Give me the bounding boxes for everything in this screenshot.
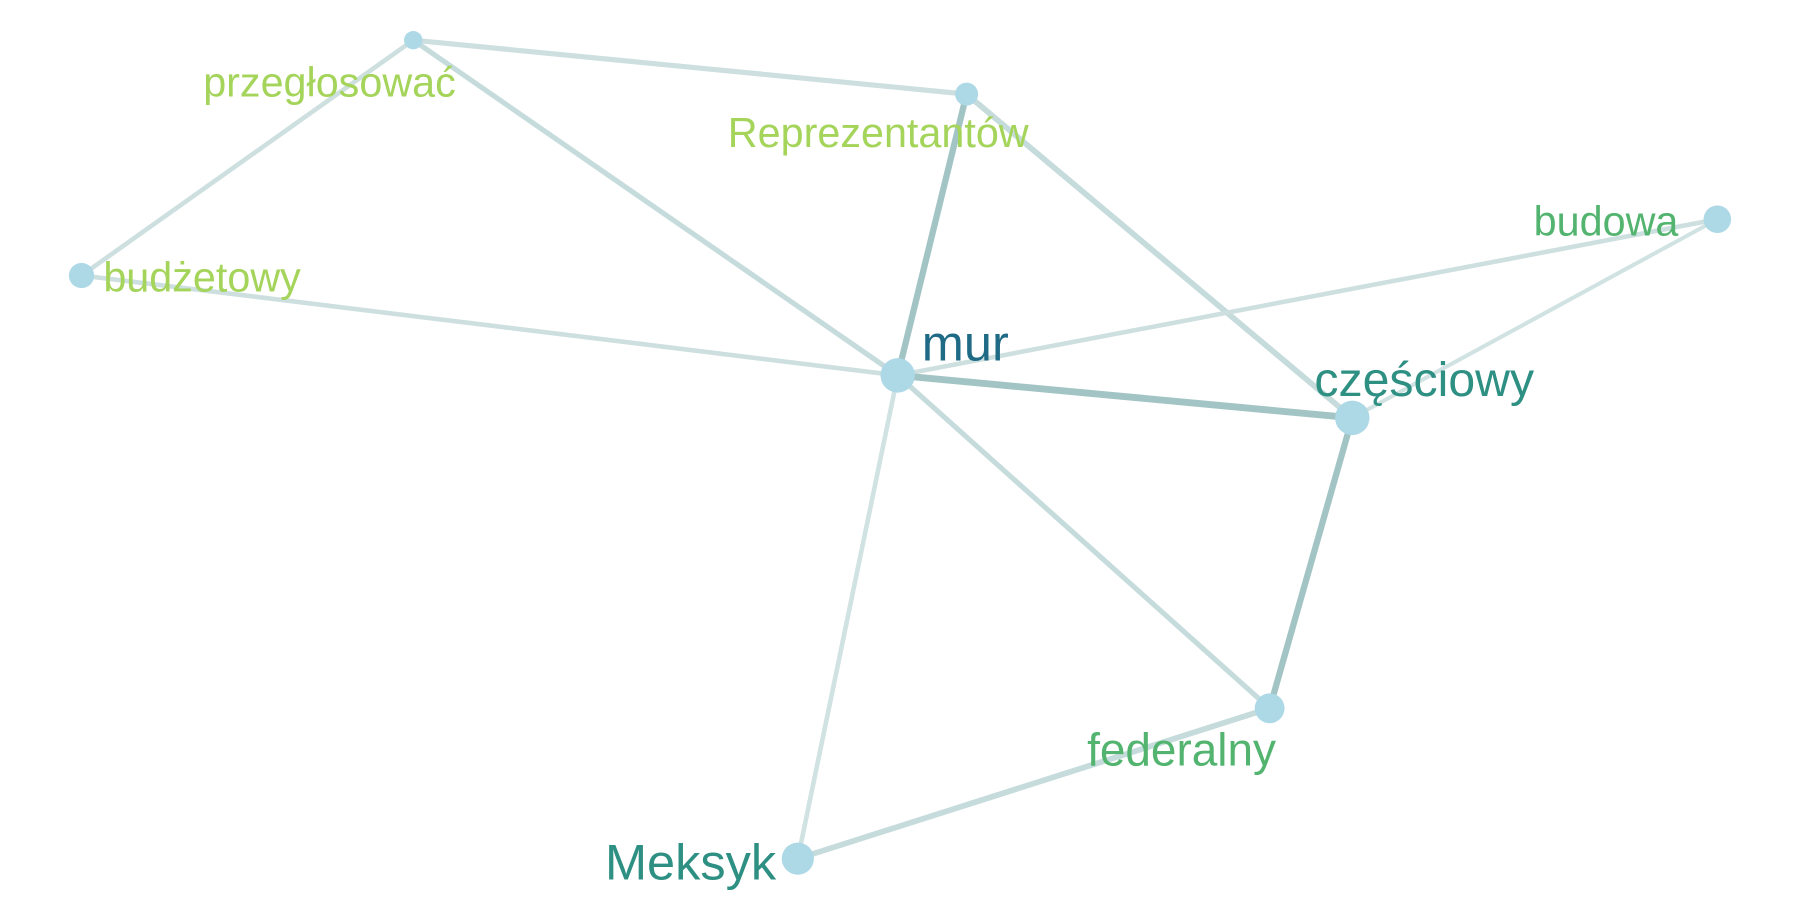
node-czesciowy[interactable]: [1335, 400, 1370, 436]
edge-reprezentantow-czesciowy: [963, 91, 1356, 421]
edge-federalny-meksyk: [794, 705, 1273, 862]
edge-czesciowy-budowa: [1350, 217, 1720, 420]
edge-mur-budowa: [895, 216, 1720, 378]
node-label-przeglosowac: przegłosować: [203, 59, 456, 105]
node-przeglosowac[interactable]: [404, 30, 423, 50]
node-mur[interactable]: [880, 358, 915, 393]
edge-mur-meksyk: [795, 373, 901, 861]
node-budowa[interactable]: [1703, 205, 1732, 234]
edge-przeglosowac-reprezentantow: [410, 37, 970, 97]
node-label-meksyk: Meksyk: [605, 833, 777, 890]
edges-layer: [79, 37, 1720, 862]
edge-mur-czesciowy: [894, 371, 1356, 422]
edge-przeglosowac-mur: [410, 37, 901, 378]
edge-reprezentantow-mur: [894, 90, 970, 379]
node-federalny[interactable]: [1254, 693, 1285, 724]
node-reprezentantow[interactable]: [955, 82, 979, 106]
node-label-mur: mur: [922, 314, 1009, 371]
node-label-budowa: budowa: [1534, 198, 1679, 244]
edge-czesciowy-federalny: [1266, 414, 1356, 712]
node-budzetowy[interactable]: [68, 262, 95, 289]
edge-mur-federalny: [895, 372, 1273, 711]
node-label-budzetowy: budżetowy: [103, 255, 301, 301]
nodes-layer: [68, 30, 1732, 875]
node-label-federalny: federalny: [1087, 724, 1276, 776]
node-label-reprezentantow: Reprezentantów: [728, 110, 1029, 156]
edge-budzetowy-mur: [79, 273, 901, 378]
node-label-czesciowy: częściowy: [1314, 353, 1534, 407]
edge-przeglosowac-budzetowy: [79, 37, 416, 278]
node-meksyk[interactable]: [781, 842, 814, 875]
